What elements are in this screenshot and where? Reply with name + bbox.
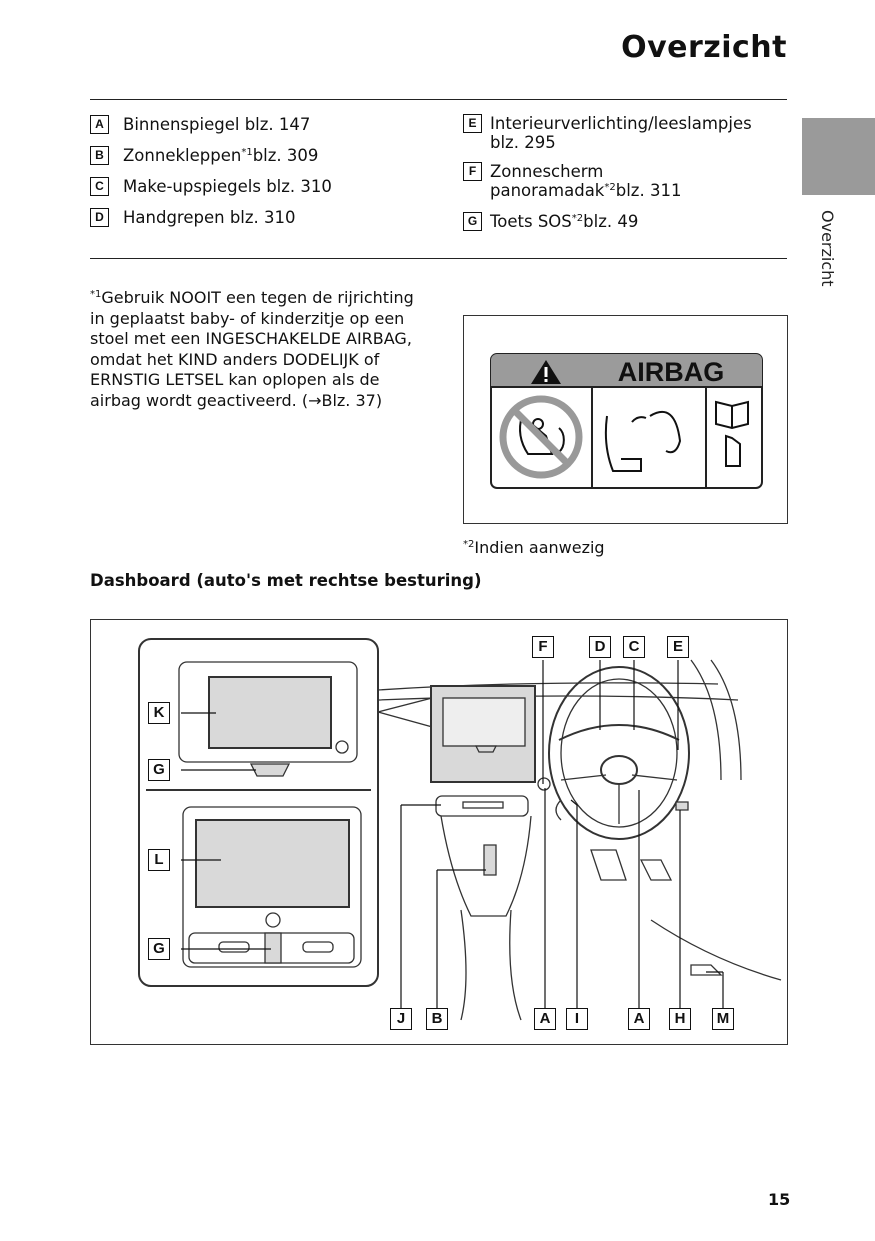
key-box: D bbox=[90, 208, 109, 227]
footnote-mark: *1 bbox=[241, 147, 253, 158]
item-name: Zonnekleppen bbox=[123, 146, 242, 165]
footnote-text: Gebruik NOOIT een tegen de rijrichting i… bbox=[90, 288, 414, 410]
item-text: Zonnekleppen*1blz. 309 bbox=[123, 146, 318, 165]
page-title: Overzicht bbox=[621, 30, 787, 65]
callout-c: C bbox=[623, 636, 645, 658]
screen-l bbox=[195, 819, 350, 908]
callout-b: B bbox=[426, 1008, 448, 1030]
key-box: F bbox=[463, 162, 482, 181]
footnote-mark: *2 bbox=[463, 539, 475, 550]
callout-d: D bbox=[589, 636, 611, 658]
airbag-text: AIRBAG bbox=[618, 357, 725, 387]
key-box: A bbox=[90, 115, 109, 134]
footnote-1: *1Gebruik NOOIT een tegen de rijrichting… bbox=[90, 288, 420, 411]
footnote-text: Indien aanwezig bbox=[474, 538, 605, 557]
item-text: Toets SOS*2blz. 49 bbox=[490, 212, 638, 231]
item-name: Interieurverlichting/leeslampjes bbox=[490, 114, 752, 133]
item-name: Zonnescherm bbox=[490, 162, 604, 181]
airbag-warning-label-figure: AIRBAG bbox=[463, 315, 788, 524]
footnote-mark: *1 bbox=[90, 289, 102, 300]
callout-g: G bbox=[148, 759, 170, 781]
item-name: Toets SOS bbox=[490, 212, 572, 231]
callout-e: E bbox=[667, 636, 689, 658]
footnote-2: *2Indien aanwezig bbox=[463, 538, 605, 557]
page-number: 15 bbox=[768, 1190, 791, 1209]
warning-triangle-icon bbox=[531, 360, 561, 384]
item-text: Handgrepen blz. 310 bbox=[123, 208, 296, 227]
callout-i: I bbox=[566, 1008, 588, 1030]
callout-l: L bbox=[148, 849, 170, 871]
list-item: G Toets SOS*2blz. 49 bbox=[463, 212, 638, 231]
callout-a: A bbox=[534, 1008, 556, 1030]
list-item: B Zonnekleppen*1blz. 309 bbox=[90, 146, 318, 165]
screen-k bbox=[208, 676, 332, 749]
section-heading: Dashboard (auto's met rechtse besturing) bbox=[90, 571, 482, 590]
dashboard-illustration bbox=[138, 638, 782, 1021]
footnote-mark: *2 bbox=[604, 182, 616, 193]
callout-k: K bbox=[148, 702, 170, 724]
callout-m: M bbox=[712, 1008, 734, 1030]
seat-airbag-icon bbox=[604, 410, 682, 472]
manual-icon bbox=[715, 400, 749, 467]
callout-h: H bbox=[669, 1008, 691, 1030]
key-box: G bbox=[463, 212, 482, 231]
page-ref[interactable]: blz. 311 bbox=[615, 181, 682, 200]
no-child-seat-icon bbox=[499, 395, 583, 479]
section-tab bbox=[802, 118, 875, 195]
divider bbox=[90, 99, 787, 100]
item-name-cont: panoramadak bbox=[490, 181, 605, 200]
callout-f: F bbox=[532, 636, 554, 658]
item-text: Make-upspiegels blz. 310 bbox=[123, 177, 332, 196]
page-ref[interactable]: blz. 49 bbox=[583, 212, 639, 231]
dashboard-diagram: F D C E K G L G J B A I A H M bbox=[90, 619, 788, 1045]
divider bbox=[90, 258, 787, 259]
section-tab-label: Overzicht bbox=[818, 210, 837, 287]
key-box: B bbox=[90, 146, 109, 165]
page-ref[interactable]: blz. 309 bbox=[252, 146, 319, 165]
key-box: E bbox=[463, 114, 482, 133]
page-ref[interactable]: blz. 295 bbox=[490, 133, 556, 152]
item-text: Binnenspiegel blz. 147 bbox=[123, 115, 311, 134]
footnote-mark: *2 bbox=[571, 213, 584, 224]
airbag-warning-illustration: AIRBAG bbox=[490, 353, 763, 489]
callout-j: J bbox=[390, 1008, 412, 1030]
list-item: C Make-upspiegels blz. 310 bbox=[90, 177, 332, 196]
callout-g: G bbox=[148, 938, 170, 960]
key-box: C bbox=[90, 177, 109, 196]
list-item: A Binnenspiegel blz. 147 bbox=[90, 115, 310, 134]
list-item: D Handgrepen blz. 310 bbox=[90, 208, 296, 227]
callout-a: A bbox=[628, 1008, 650, 1030]
